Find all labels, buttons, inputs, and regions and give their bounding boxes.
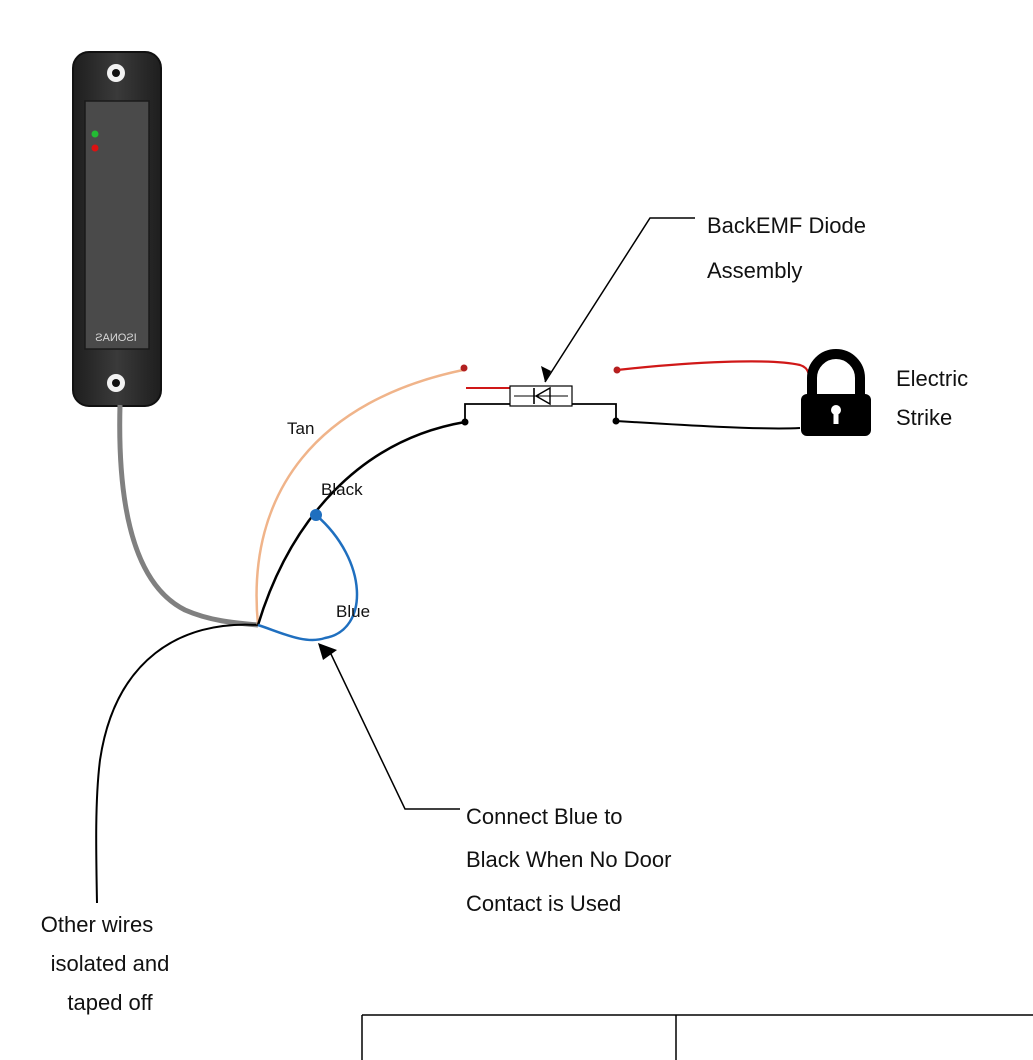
connect-label-line3: Contact is Used [466,891,621,916]
blue-label: Blue [336,602,370,621]
blue-black-junction [310,509,322,521]
diode-callout-arrowhead [541,366,551,382]
diode-callout-line [544,217,695,383]
strike-black-wire [615,420,801,430]
table-fragment [361,1014,1033,1060]
black-wire [256,420,466,626]
diode-assembly [464,385,617,421]
diode-label-line2: Assembly [707,258,802,283]
led-green-icon [91,130,99,138]
other-label-line3: taped off [67,990,153,1015]
card-reader: ISONAS [72,51,162,407]
tan-wire [255,368,464,626]
connect-callout-line [329,651,460,810]
diode-label-line1: BackEMF Diode [707,213,866,238]
black-wire-end [461,418,469,426]
tan-wire-end [460,364,468,372]
other-wires [95,623,259,904]
connect-label-line2: Black When No Door [466,847,671,872]
black-label: Black [321,480,363,499]
padlock-icon [801,349,871,436]
connect-label-line1: Connect Blue to [466,804,623,829]
strike-label-line2: Strike [896,405,952,430]
connect-callout-arrowhead [318,643,337,660]
diode-icon [533,386,551,406]
tan-label: Tan [287,419,314,438]
reader-cable [117,404,259,628]
other-label-line2: isolated and [51,951,170,976]
blue-wire [257,514,359,642]
other-label-line1: Other wires [41,912,153,937]
led-red-icon [91,144,99,152]
strike-label-line1: Electric [896,366,968,391]
reader-brand: ISONAS [95,332,137,344]
strike-red-wire [616,360,811,383]
